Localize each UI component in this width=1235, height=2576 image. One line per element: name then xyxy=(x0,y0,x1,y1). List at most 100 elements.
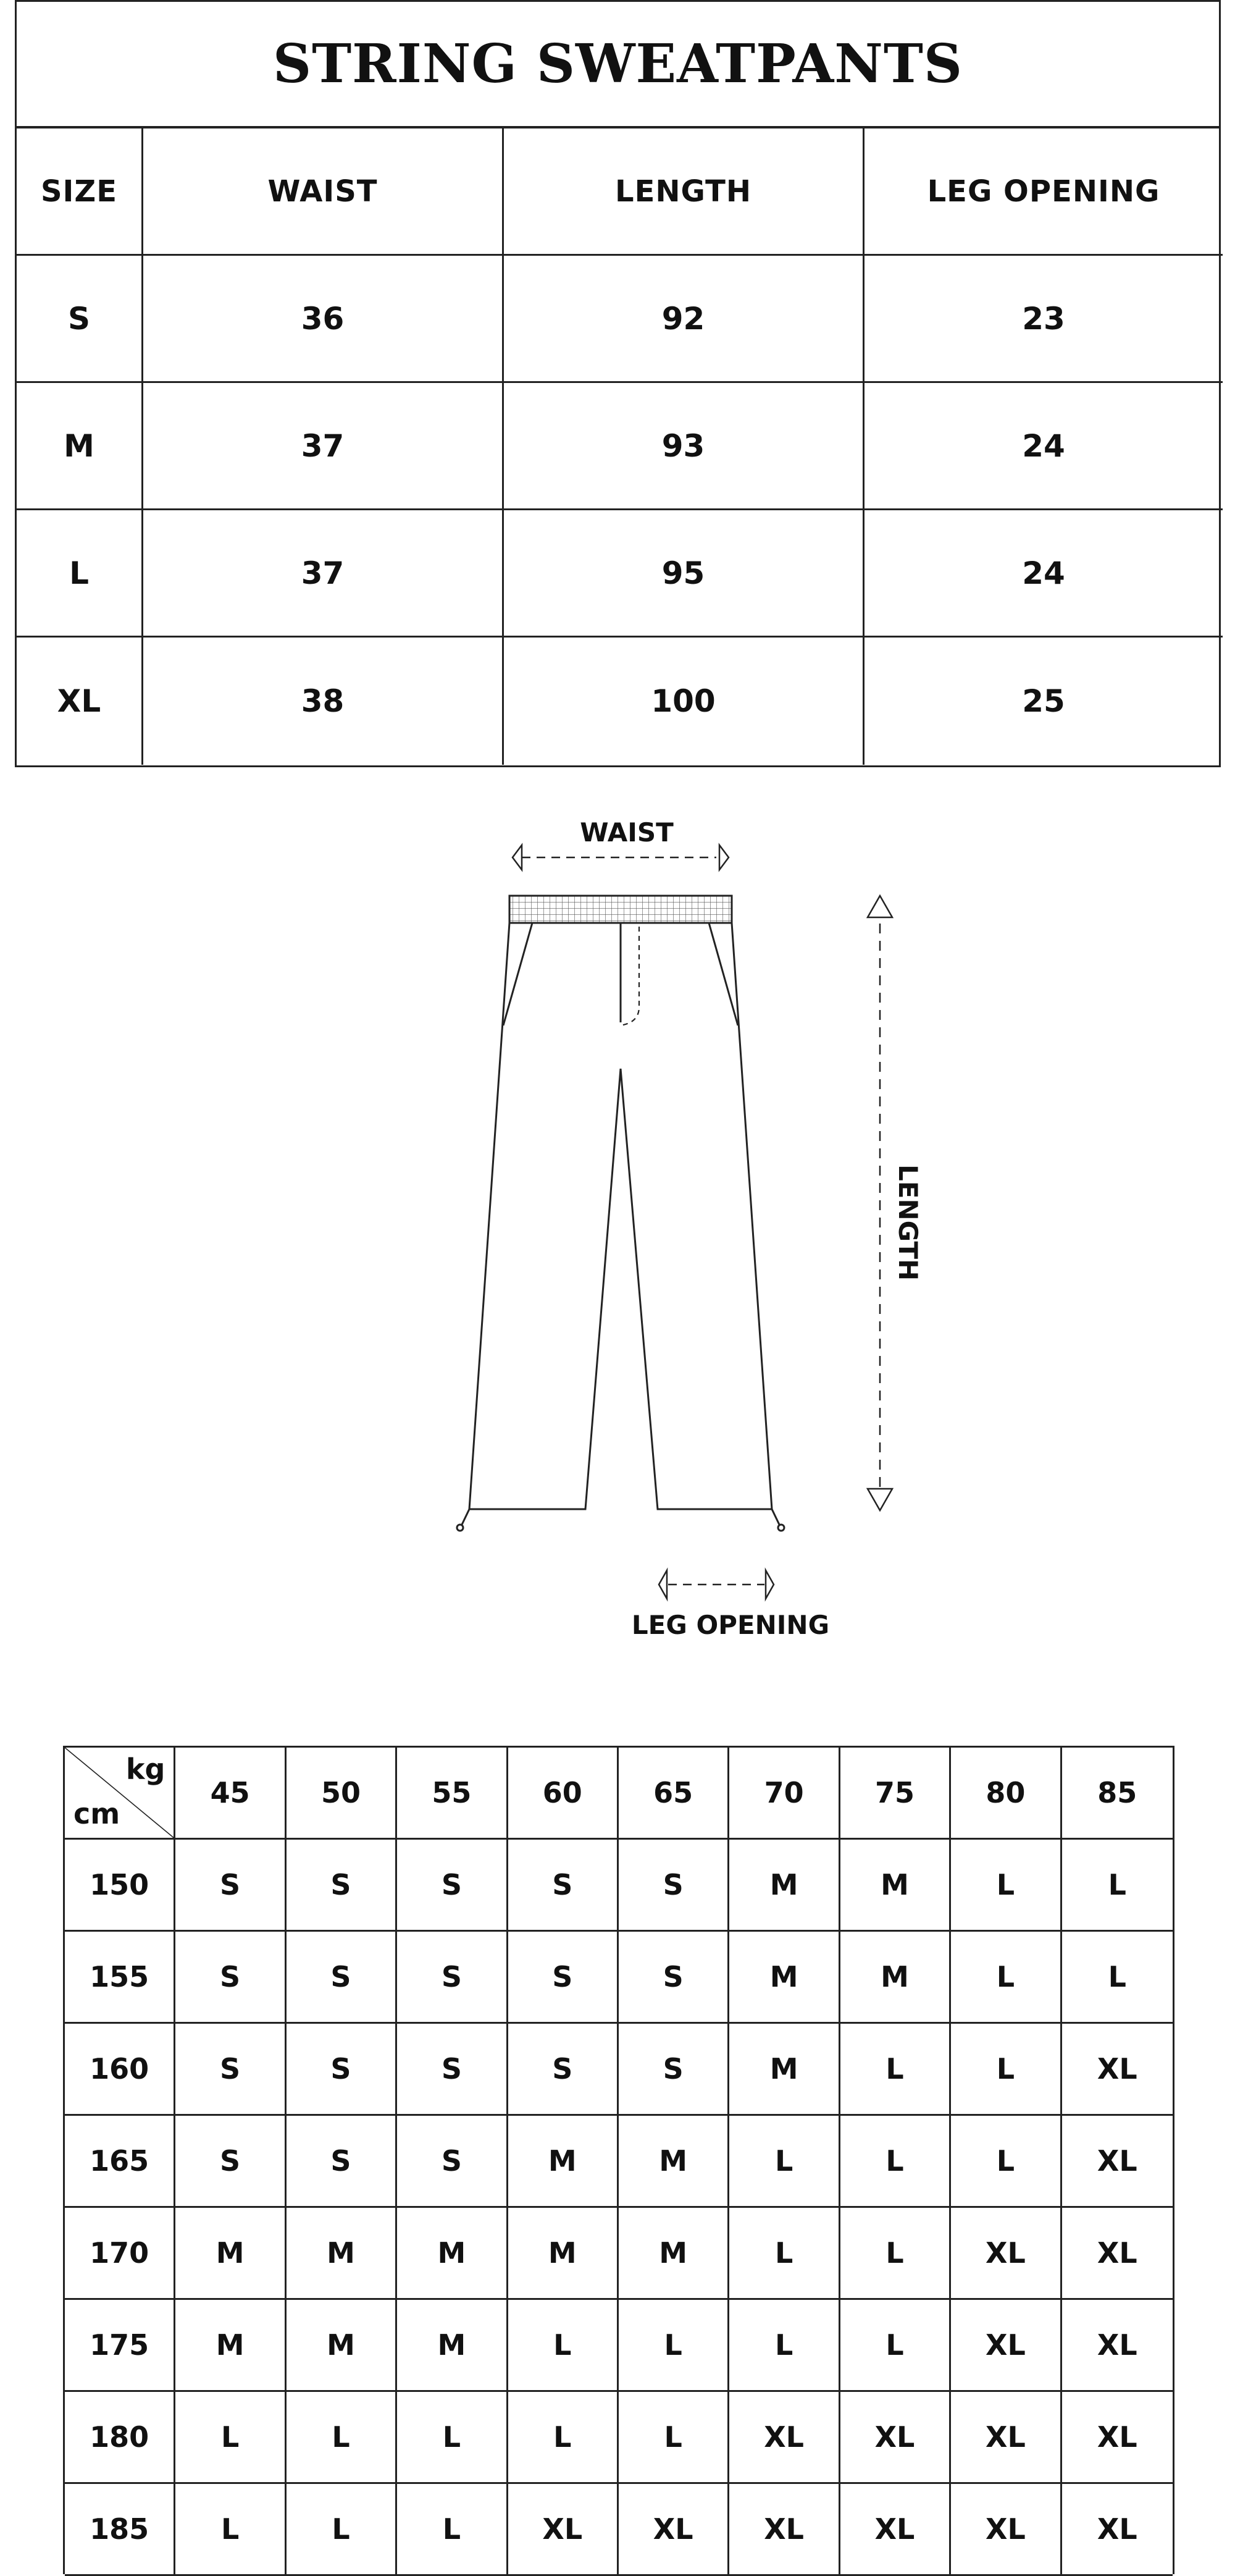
size-cell: S xyxy=(397,2116,508,2208)
cell-size: XL xyxy=(17,638,143,765)
cell-leg-opening: 25 xyxy=(1022,683,1065,719)
cell-leg-opening: 23 xyxy=(865,256,1223,383)
size-cell: L xyxy=(951,1932,1062,2024)
size-cell: M xyxy=(175,2300,287,2392)
size-cell: XL xyxy=(1061,2484,1173,2576)
height-header: 170 xyxy=(65,2208,176,2300)
size-cell: L xyxy=(840,2116,952,2208)
size-cell: XL xyxy=(1061,2300,1173,2392)
header-leg-opening: LEG OPENING xyxy=(865,128,1223,256)
height-header: 175 xyxy=(65,2300,176,2392)
size-cell: S xyxy=(397,1932,508,2024)
size-cell: M xyxy=(397,2300,508,2392)
size-cell: M xyxy=(729,1840,840,1932)
size-cell: XL xyxy=(618,2484,730,2576)
height-header: 155 xyxy=(65,1932,176,2024)
size-cell: S xyxy=(286,1840,398,1932)
size-cell: L xyxy=(951,1840,1062,1932)
size-cell: L xyxy=(729,2116,840,2208)
cell-length: 100 xyxy=(504,638,865,765)
header-waist: WAIST xyxy=(143,128,504,256)
size-cell: S xyxy=(508,1932,619,2024)
length-arrow xyxy=(866,894,894,1512)
header-size: SIZE xyxy=(17,128,143,256)
weight-header: 80 xyxy=(951,1748,1062,1840)
cell-waist: 36 xyxy=(143,256,504,383)
size-cell: L xyxy=(951,2024,1062,2116)
size-cell: S xyxy=(618,1932,730,2024)
size-cell: XL xyxy=(1061,2024,1173,2116)
size-cell: L xyxy=(508,2392,619,2484)
size-cell: L xyxy=(286,2484,398,2576)
size-cell: M xyxy=(840,1932,952,2024)
cell-length: 92 xyxy=(504,256,865,383)
size-cell: S xyxy=(175,1840,287,1932)
size-cell: S xyxy=(508,1840,619,1932)
size-cell: XL xyxy=(729,2392,840,2484)
size-cell: S xyxy=(175,2024,287,2116)
size-cell: S xyxy=(286,1932,398,2024)
size-cell: M xyxy=(286,2300,398,2392)
leg-opening-label: LEG OPENING xyxy=(632,1610,829,1640)
size-cell: S xyxy=(397,2024,508,2116)
size-cell: L xyxy=(729,2208,840,2300)
height-header: 150 xyxy=(65,1840,176,1932)
cell-length: 93 xyxy=(504,383,865,510)
size-cell: XL xyxy=(951,2392,1062,2484)
height-header: 165 xyxy=(65,2116,176,2208)
weight-header: 55 xyxy=(397,1748,508,1840)
size-cell: L xyxy=(175,2392,287,2484)
waist-label: WAIST xyxy=(580,817,674,848)
size-cell: XL xyxy=(951,2300,1062,2392)
cell-leg-opening: 24 xyxy=(865,383,1223,510)
size-cell: XL xyxy=(840,2484,952,2576)
waistband xyxy=(508,894,733,924)
pants-outline xyxy=(456,922,785,1532)
size-cell: XL xyxy=(840,2392,952,2484)
size-cell: M xyxy=(508,2116,619,2208)
size-cell: L xyxy=(397,2484,508,2576)
size-cell: L xyxy=(397,2392,508,2484)
size-cell: L xyxy=(1061,1932,1173,2024)
length-label: LENGTH xyxy=(893,1164,923,1281)
cell-leg-opening: 24 xyxy=(865,510,1223,638)
sweatpants-diagram: WAIST LENGTH xyxy=(0,803,1235,1668)
size-cell: XL xyxy=(1061,2116,1173,2208)
weight-header: 60 xyxy=(508,1748,619,1840)
weight-header: 65 xyxy=(618,1748,730,1840)
cell-size: S xyxy=(17,256,143,383)
size-cell: S xyxy=(175,1932,287,2024)
size-cell: XL xyxy=(951,2208,1062,2300)
header-length: LENGTH xyxy=(504,128,865,256)
size-cell: XL xyxy=(951,2484,1062,2576)
height-header: 160 xyxy=(65,2024,176,2116)
size-cell: XL xyxy=(508,2484,619,2576)
size-cell: XL xyxy=(729,2484,840,2576)
size-cell: L xyxy=(508,2300,619,2392)
height-unit-label: cm xyxy=(73,1797,120,1830)
size-cell: M xyxy=(729,2024,840,2116)
weight-unit-label: kg xyxy=(125,1753,165,1786)
size-cell: L xyxy=(1061,1840,1173,1932)
weight-header: 50 xyxy=(286,1748,398,1840)
height-header: 180 xyxy=(65,2392,176,2484)
size-cell: S xyxy=(618,2024,730,2116)
weight-header: 85 xyxy=(1061,1748,1173,1840)
size-cell: L xyxy=(618,2392,730,2484)
size-cell: S xyxy=(286,2024,398,2116)
size-cell: L xyxy=(840,2300,952,2392)
size-cell: M xyxy=(175,2208,287,2300)
fit-table-corner: kg cm xyxy=(65,1748,176,1840)
waist-arrow xyxy=(511,843,730,872)
size-cell: L xyxy=(951,2116,1062,2208)
size-cell: M xyxy=(397,2208,508,2300)
size-cell: M xyxy=(508,2208,619,2300)
weight-header: 75 xyxy=(840,1748,952,1840)
size-cell: M xyxy=(840,1840,952,1932)
size-cell: L xyxy=(618,2300,730,2392)
height-header: 185 xyxy=(65,2484,176,2576)
size-cell: L xyxy=(840,2024,952,2116)
size-cell: L xyxy=(840,2208,952,2300)
size-cell: M xyxy=(729,1932,840,2024)
